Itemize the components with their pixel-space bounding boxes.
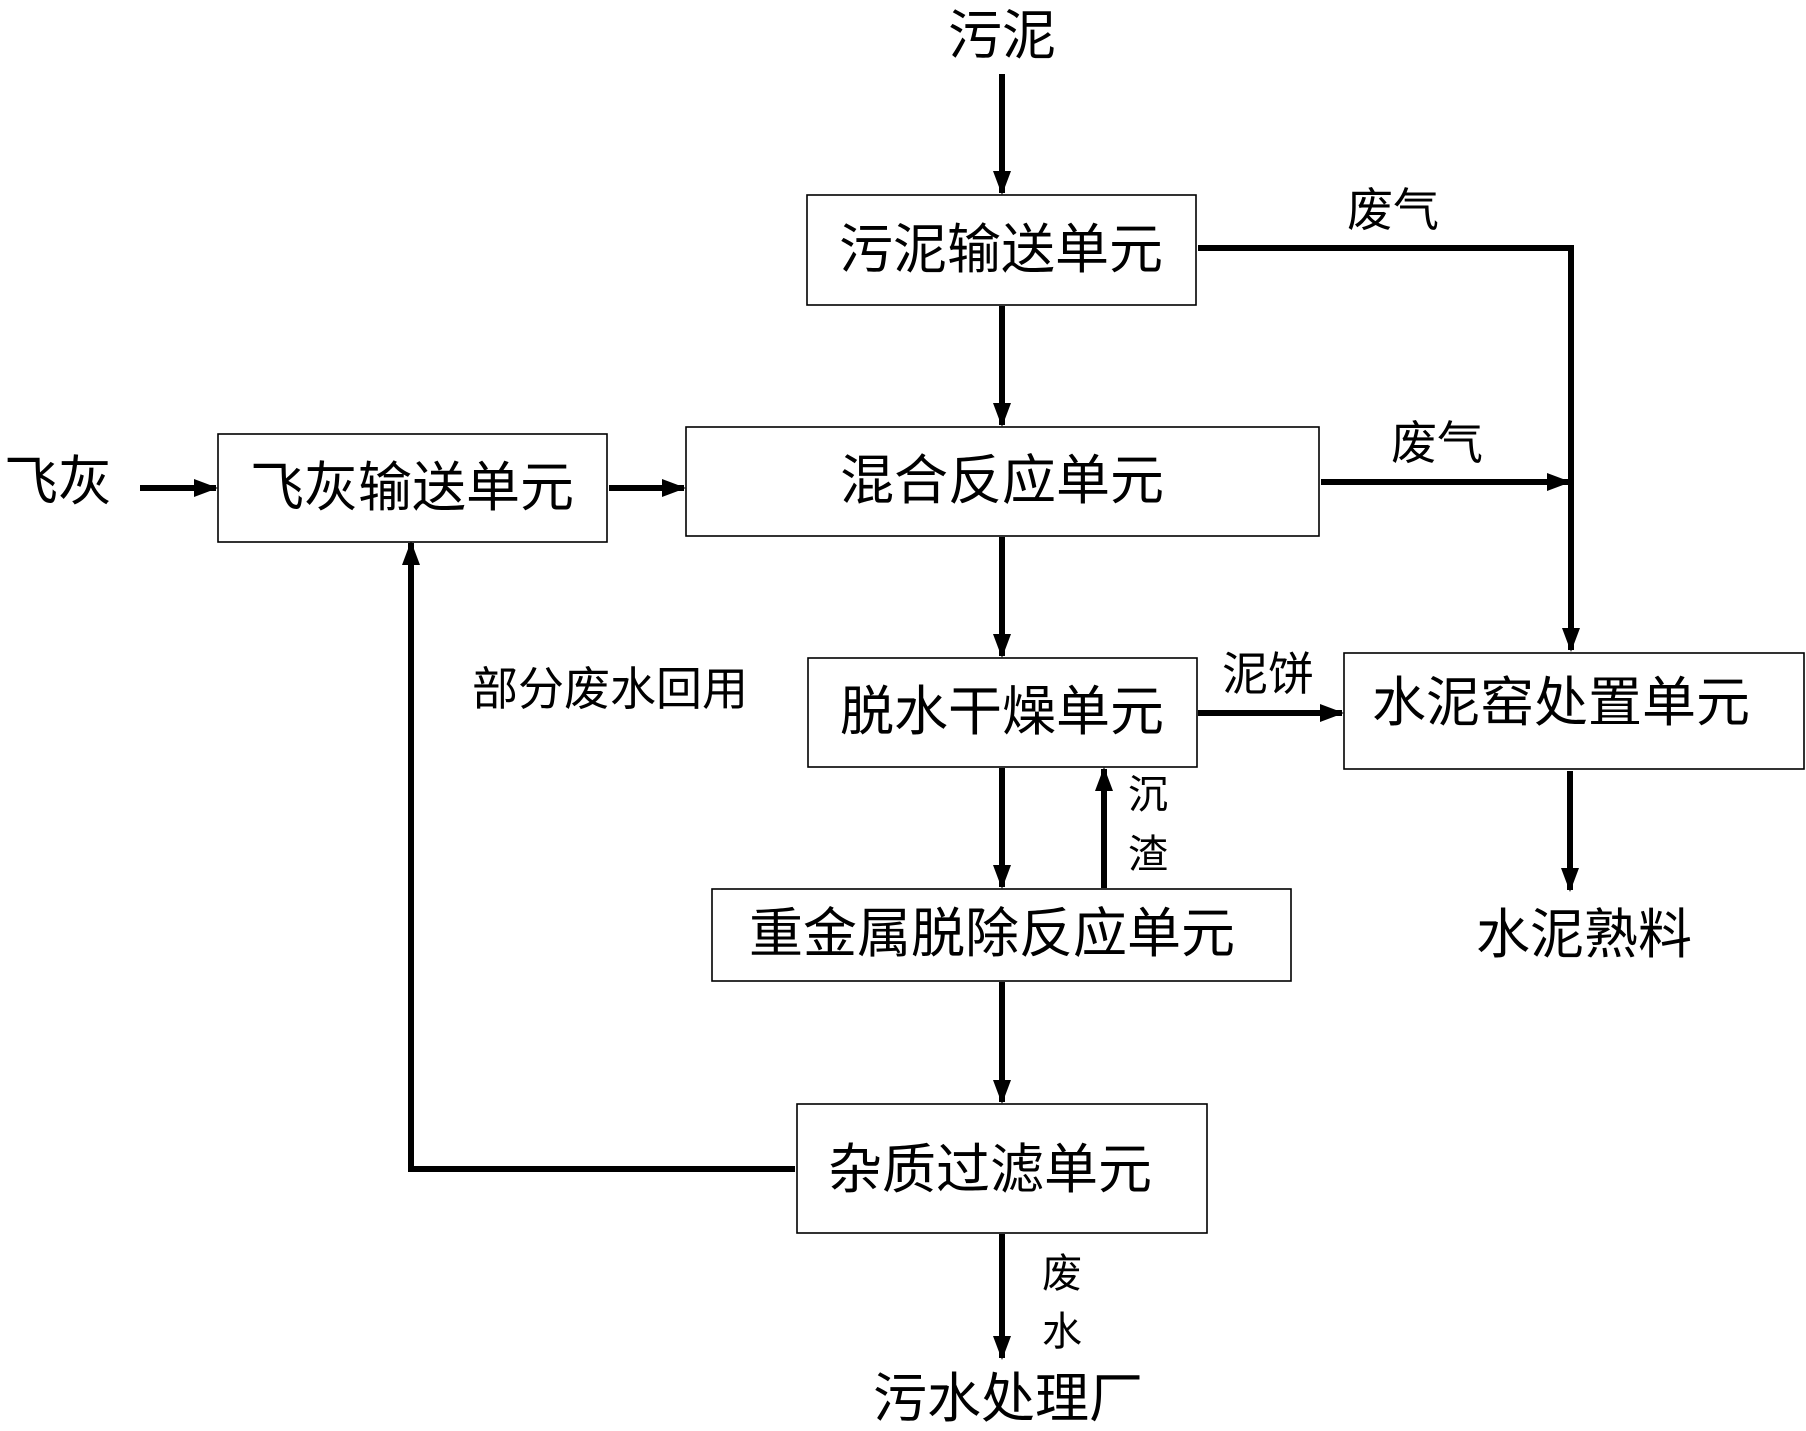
output-sewage-plant: 污水处理厂 — [873, 1367, 1143, 1430]
unit-impurity-filtration-label: 杂质过滤单元 — [828, 1138, 1152, 1201]
connectors — [140, 74, 1580, 1360]
label-wastewater-1: 废 — [1042, 1251, 1082, 1297]
label-sediment-2: 渣 — [1128, 832, 1168, 878]
input-sludge: 污泥 — [948, 4, 1056, 67]
unit-heavy-metal-removal-label: 重金属脱除反应单元 — [749, 902, 1235, 965]
input-fly-ash: 飞灰 — [4, 450, 112, 513]
unit-fly-ash-conveying-label: 飞灰输送单元 — [250, 456, 574, 519]
label-sediment-1: 沉 — [1128, 772, 1168, 818]
unit-dewatering-drying: 脱水干燥单元 — [807, 657, 1198, 768]
label-sludge-cake: 泥饼 — [1222, 647, 1314, 701]
unit-sludge-conveying-label: 污泥输送单元 — [839, 218, 1163, 281]
label-exhaust-gas-1: 废气 — [1347, 183, 1439, 237]
line-exhaust-from-sludge-conveying — [1198, 245, 1580, 652]
label-partial-wastewater-reuse: 部分废水回用 — [472, 662, 748, 716]
unit-sludge-conveying: 污泥输送单元 — [806, 194, 1197, 306]
unit-mixing-reaction: 混合反应单元 — [685, 426, 1320, 537]
unit-dewatering-drying-label: 脱水干燥单元 — [840, 680, 1164, 743]
line-wastewater-reuse — [402, 541, 795, 1172]
label-exhaust-gas-2: 废气 — [1391, 416, 1483, 470]
label-wastewater-2: 水 — [1042, 1309, 1082, 1355]
unit-heavy-metal-removal: 重金属脱除反应单元 — [711, 888, 1292, 982]
unit-fly-ash-conveying: 飞灰输送单元 — [217, 433, 608, 543]
output-cement-clinker: 水泥熟料 — [1476, 903, 1692, 966]
unit-mixing-reaction-label: 混合反应单元 — [840, 449, 1164, 512]
unit-cement-kiln-disposal-label: 水泥窑处置单元 — [1372, 671, 1750, 734]
unit-impurity-filtration: 杂质过滤单元 — [796, 1103, 1208, 1234]
unit-cement-kiln-disposal: 水泥窑处置单元 — [1343, 652, 1805, 770]
